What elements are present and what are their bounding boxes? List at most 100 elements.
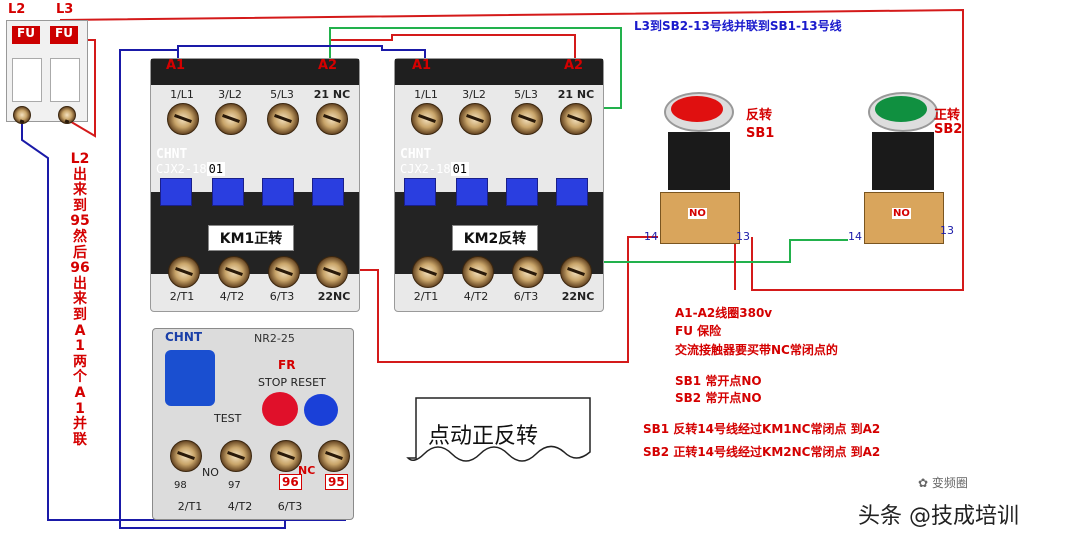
note-sb2-path: SB2 正转14号线经过KM2NC常闭点 到A2 (643, 445, 881, 459)
fuse-1-cartridge (12, 58, 42, 102)
km1-terminal-t1 (168, 256, 200, 288)
km2-model-suffix: 01 (450, 162, 470, 176)
km1-bottom-t2: 4/T2 (219, 290, 245, 303)
km1-terminal-t2 (218, 256, 250, 288)
km2-top-t1: 1/L1 (414, 88, 438, 101)
km2-brand-text: CHNT (400, 147, 432, 162)
km2-blue-button-1 (404, 178, 436, 206)
km1-a1: A1 (166, 58, 186, 73)
wire-a2-link (329, 34, 576, 60)
callout-text: 点动正反转 (428, 424, 539, 449)
km2-blue-button-3 (506, 178, 538, 206)
km2-blue-button-4 (556, 178, 588, 206)
overload-stop-reset: STOP RESET (258, 376, 326, 389)
wire-l3-top (59, 8, 964, 291)
sb2-pin-13: 13 (940, 224, 954, 237)
fuse-2-label: FU (50, 26, 78, 44)
km1-blue-button-2 (212, 178, 244, 206)
sb2-pin-14: 14 (848, 230, 862, 243)
sb1-pin-13: 13 (736, 230, 750, 243)
km1-terminal-t3 (268, 256, 300, 288)
sb1-pushbutton[interactable]: NO (660, 92, 740, 257)
overload-terminal-96 (270, 440, 302, 472)
overload-model: NR2-25 (254, 332, 295, 345)
fuse-1-label: FU (12, 26, 40, 44)
km2-bottom-t2: 4/T2 (463, 290, 489, 303)
top-note: L3到SB2-13号线并联到SB1-13号线 (634, 19, 842, 33)
watermark-logo-icon: ✿ (918, 476, 929, 490)
overload-reset-button[interactable] (304, 394, 338, 426)
wire-green-top (329, 27, 622, 109)
km1-top-nc: 21 NC (313, 88, 351, 101)
km1-blue-button-4 (312, 178, 344, 206)
km2-top-nc: 21 NC (557, 88, 595, 101)
fuse-label-l2: L2 (8, 2, 26, 17)
km1-top-t1: 1/L1 (170, 88, 194, 101)
overload-bottom-t1: 2/T1 (177, 500, 203, 513)
km1-top-t3: 5/L3 (270, 88, 294, 101)
km1-terminal-22nc (316, 256, 348, 288)
wire-green-bottom (580, 239, 848, 263)
overload-test: TEST (214, 412, 242, 425)
km1-top-t2: 3/L2 (218, 88, 242, 101)
overload-brand: CHNT (165, 330, 203, 344)
sb2-id: SB2 (934, 122, 963, 137)
overload-bottom-t2: 4/T2 (227, 500, 253, 513)
watermark-logo: ✿ 变频圈 (918, 474, 968, 491)
overload-terminal-97 (220, 440, 252, 472)
sb2-body (872, 132, 934, 190)
km1-bottom-nc: 22NC (317, 290, 351, 303)
overload-terminal-95 (318, 440, 350, 472)
km2-name-plate: KM2反转 (452, 225, 538, 251)
km1-brand-text: CHNT (156, 147, 188, 162)
km2-model: CJX2-18 (400, 162, 451, 176)
overload-terminal-98 (170, 440, 202, 472)
watermark-text: 头条 @技成培训 (858, 504, 1019, 529)
km2-top-t2: 3/L2 (462, 88, 486, 101)
note-fu: FU 保险 (675, 324, 722, 338)
km2-bottom-t3: 6/T3 (513, 290, 539, 303)
overload-dial[interactable] (165, 350, 215, 406)
sb1-id: SB1 (746, 126, 775, 141)
km1-name-plate: KM1正转 (208, 225, 294, 251)
fuse-1-terminal (13, 106, 31, 124)
km2-terminal-t1 (412, 256, 444, 288)
sb2-contact-label: NO (892, 208, 911, 219)
fuse-label-l3: L3 (56, 2, 74, 17)
km2-terminal-t2 (462, 256, 494, 288)
sb1-cap[interactable] (671, 96, 723, 122)
sb1-pin-14: 14 (644, 230, 658, 243)
km1-top-strip (151, 59, 359, 85)
km1-model: CJX2-18 (156, 162, 207, 176)
sb2-pushbutton[interactable]: NO (864, 92, 944, 257)
km2-bottom-t1: 2/T1 (413, 290, 439, 303)
callout-shape (406, 397, 591, 462)
note-sb2-no: SB2 常开点NO (675, 391, 762, 405)
watermark-logo-text: 变频圈 (931, 476, 968, 490)
overload-no-label: NO (202, 466, 219, 479)
km2-terminal-t3 (512, 256, 544, 288)
km2-terminal-l1 (411, 103, 443, 135)
km2-terminal-l3 (511, 103, 543, 135)
vertical-note: L2出来到95然后96出来到A1两个A1并联 (70, 151, 90, 448)
km2-top-t3: 5/L3 (514, 88, 538, 101)
km2-bottom-nc: 22NC (561, 290, 595, 303)
km1-bottom-t3: 6/T3 (269, 290, 295, 303)
sb1-name: 反转 (746, 108, 773, 123)
sb1-body (668, 132, 730, 190)
note-sb1-no: SB1 常开点NO (675, 374, 762, 388)
overload-contact-95: 95 (325, 474, 348, 490)
km1-blue-button-3 (262, 178, 294, 206)
wire-a1-link (177, 45, 426, 60)
overload-stop-button[interactable] (262, 392, 298, 426)
km1-a2: A2 (318, 58, 338, 73)
overload-contact-96: 96 (279, 474, 302, 490)
overload-contact-98: 98 (174, 480, 187, 491)
sb2-cap[interactable] (875, 96, 927, 122)
note-sb1-path: SB1 反转14号线经过KM1NC常闭点 到A2 (643, 422, 881, 436)
km1-terminal-l2 (215, 103, 247, 135)
